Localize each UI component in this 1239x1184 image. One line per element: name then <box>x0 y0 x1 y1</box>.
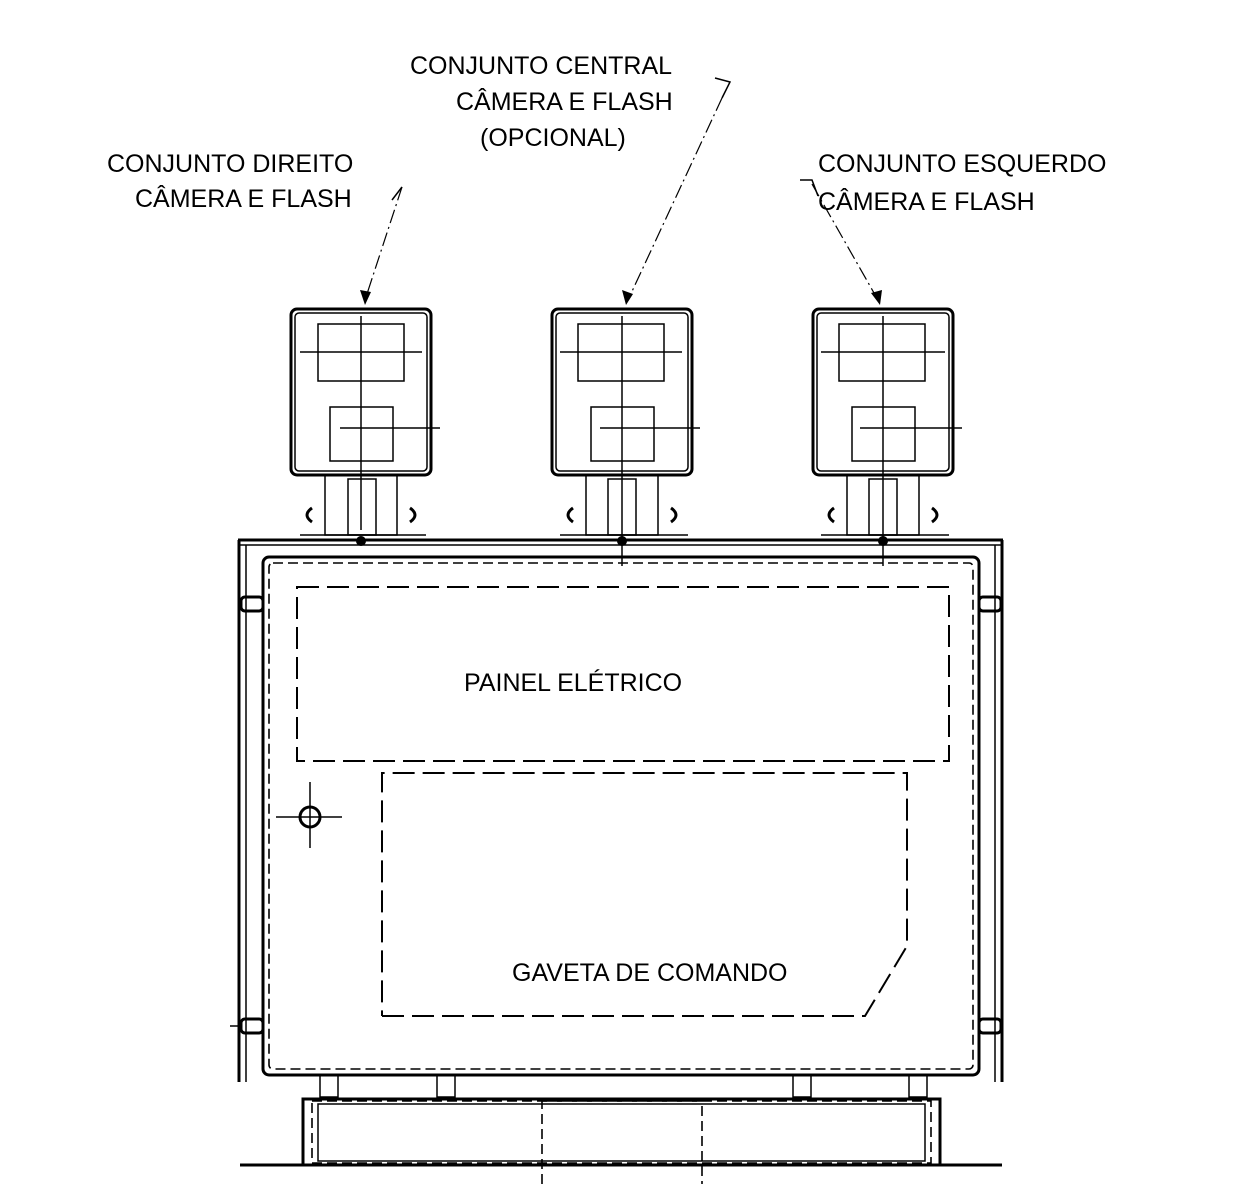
label-direito-line2: CÂMERA E FLASH <box>135 184 352 213</box>
camera-unit-esquerdo <box>811 307 962 566</box>
painel-eletrico-outline <box>296 586 950 762</box>
label-gaveta-de-comando: GAVETA DE COMANDO <box>512 959 788 987</box>
label-central-line1: CONJUNTO CENTRAL <box>410 52 672 80</box>
label-central-line2: CÂMERA E FLASH <box>456 87 673 116</box>
camera-unit-central <box>550 307 700 566</box>
label-painel-eletrico: PAINEL ELÉTRICO <box>464 668 682 697</box>
leader-central <box>622 77 732 305</box>
label-esquerdo-line2: CÂMERA E FLASH <box>818 187 1035 216</box>
cabinet-base <box>240 1074 1002 1184</box>
leader-esquerdo <box>800 179 882 305</box>
label-central-line3: (OPCIONAL) <box>480 124 626 152</box>
label-direito-line1: CONJUNTO DIREITO <box>107 150 353 178</box>
camera-unit-direito <box>289 307 440 546</box>
leader-direito <box>360 186 403 305</box>
cabinet <box>230 538 1004 1082</box>
gaveta-de-comando-outline <box>381 772 908 1017</box>
label-esquerdo-line1: CONJUNTO ESQUERDO <box>818 150 1106 178</box>
